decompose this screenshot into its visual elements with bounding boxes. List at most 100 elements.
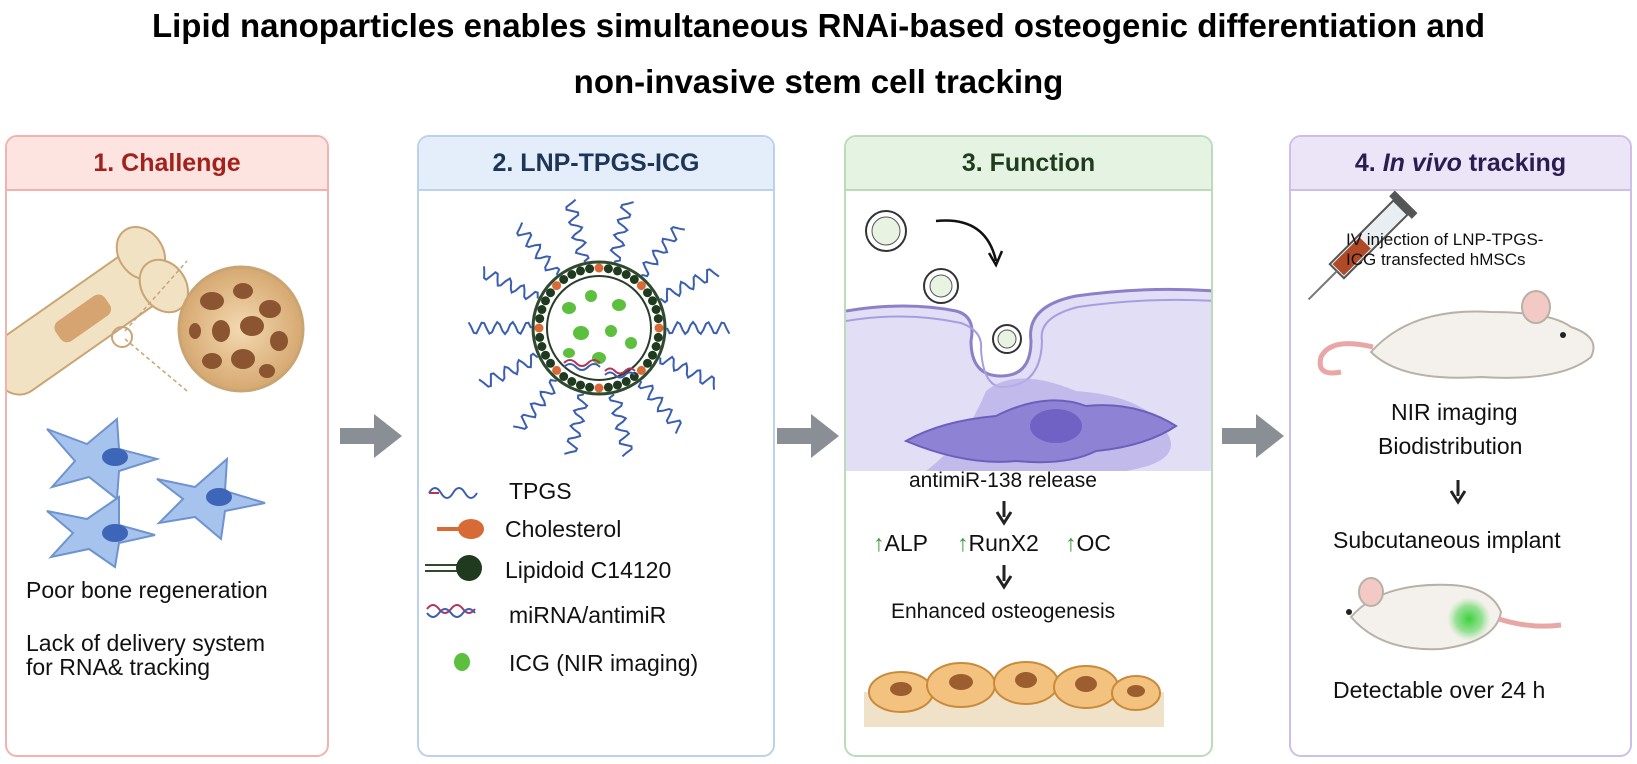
- lipidoid-head: [535, 314, 545, 324]
- lipidoid-head: [629, 372, 639, 381]
- lipidoid-head: [643, 288, 652, 298]
- marker-oc-label: OC: [1076, 530, 1112, 556]
- legend-cholesterol-label: Cholesterol: [505, 516, 622, 542]
- legend-mirna-label: miRNA/antimiR: [509, 602, 667, 628]
- tpgs-tail: [609, 201, 634, 263]
- lipidoid-head: [546, 288, 555, 298]
- challenge-text-regeneration: Poor bone regeneration: [26, 577, 268, 603]
- marker-runx2: ↑RunX2: [957, 530, 1039, 557]
- tracking-injection-line1: IV injection of LNP-TPGS-: [1346, 230, 1544, 249]
- tpgs-tail: [659, 355, 715, 390]
- lipidoid-head: [643, 358, 652, 368]
- lipidoid-head: [651, 305, 661, 314]
- tracking-injection-line2: ICG transfected hMSCs: [1346, 250, 1526, 269]
- lipidoid-head: [559, 372, 569, 381]
- lipidoid-head: [629, 275, 639, 284]
- cell-uptake-illustration: [846, 210, 1211, 471]
- legend-icg-icon: [454, 653, 470, 671]
- lipidoid-head: [651, 342, 661, 351]
- cholesterol-head: [534, 323, 544, 333]
- function-outcome-text: Enhanced osteogenesis: [891, 600, 1116, 623]
- flow-arrow-3: [1222, 414, 1284, 458]
- lipidoid-head: [541, 350, 550, 360]
- tpgs-tail: [564, 393, 589, 455]
- panel-tracking-heading-prefix: 4.: [1354, 149, 1383, 177]
- panel-lnp-heading: 2. LNP-TPGS-ICG: [419, 137, 773, 191]
- lipidoid-head: [648, 350, 657, 360]
- tracking-implant-text: Subcutaneous implant: [1333, 527, 1561, 553]
- cholesterol-head: [636, 281, 646, 291]
- tpgs-tail: [608, 393, 633, 458]
- lipidoid-head: [576, 380, 585, 390]
- flow-arrow-1: [340, 414, 402, 458]
- legend-tpgs-icon: [428, 487, 478, 499]
- lipidoid-head: [535, 332, 545, 342]
- tpgs-tail: [483, 266, 539, 301]
- cholesterol-head: [654, 323, 664, 333]
- tpgs-tail: [478, 352, 539, 388]
- tpgs-tail: [565, 198, 590, 263]
- marker-alp: ↑ALP: [873, 530, 928, 557]
- panel-tracking-heading-suffix: tracking: [1461, 149, 1567, 177]
- panel-tracking-heading-em: In vivo: [1382, 149, 1462, 177]
- figure-title-line2: non-invasive stem cell tracking: [573, 63, 1064, 100]
- lipidoid-head: [541, 296, 550, 306]
- down-arrow-markers: [995, 565, 1013, 590]
- lnp-particle-illustration: [467, 198, 731, 458]
- challenge-text-delivery-line1: Lack of delivery system: [26, 630, 266, 656]
- figure-title-line1: Lipid nanoparticles enables simultaneous…: [151, 7, 1486, 44]
- function-release-text: antimiR-138 release: [909, 469, 1097, 492]
- lipidoid-head: [653, 314, 663, 324]
- up-arrow-icon: ↑: [1065, 530, 1077, 556]
- lipidoid-head: [576, 266, 585, 276]
- legend-lipidoid-label: Lipidoid C14120: [505, 557, 672, 583]
- tpgs-tail: [516, 222, 561, 276]
- tracking-imaging-line2: Biodistribution: [1378, 433, 1523, 459]
- panel-function-heading: 3. Function: [846, 137, 1211, 191]
- panel-lnp: 2. LNP-TPGS-ICG TPGS Cholestero: [417, 135, 775, 757]
- panel-tracking: 4. In vivo tracking IV injection of LNP-…: [1289, 135, 1632, 757]
- tpgs-tail: [637, 380, 682, 434]
- lipidoid-head: [567, 270, 577, 279]
- legend-mirna-icon: [426, 604, 476, 618]
- stem-cells-illustration: [46, 416, 266, 569]
- panel-challenge-heading: 1. Challenge: [7, 137, 327, 191]
- lipidoid-head: [585, 264, 595, 274]
- marker-runx2-label: RunX2: [968, 530, 1039, 556]
- lipidoid-head: [546, 358, 555, 368]
- legend-tpgs-label: TPGS: [509, 478, 572, 504]
- down-arrow-release: [995, 501, 1013, 526]
- legend-lipidoid-icon: [425, 555, 482, 581]
- tpgs-tail: [641, 226, 685, 278]
- panel-challenge: 1. Challenge: [5, 135, 329, 757]
- marker-oc: ↑OC: [1065, 530, 1111, 557]
- lipidoid-head: [537, 342, 547, 351]
- lipidoid-head: [613, 266, 622, 276]
- lipidoid-head: [537, 305, 547, 314]
- osteoblasts-illustration: [864, 661, 1164, 727]
- legend-icg-label: ICG (NIR imaging): [509, 650, 699, 676]
- up-arrow-icon: ↑: [957, 530, 969, 556]
- lipidoid-head: [567, 377, 577, 386]
- cholesterol-head: [594, 263, 604, 273]
- lipidoid-head: [603, 382, 613, 392]
- challenge-text-delivery-line2: for RNA& tracking: [26, 654, 211, 680]
- lipidoid-head: [653, 332, 663, 342]
- lipidoid-head: [621, 270, 631, 279]
- lipidoid-head: [559, 275, 569, 284]
- tracking-imaging-line1: NIR imaging: [1391, 399, 1518, 425]
- tpgs-tail: [659, 268, 720, 304]
- syringe-mouse-illustration: [1307, 190, 1595, 379]
- tpgs-tail: [513, 378, 557, 430]
- lipidoid-head: [613, 380, 622, 390]
- lipidoid-head: [603, 264, 613, 274]
- legend-cholesterol-icon: [437, 519, 484, 539]
- implant-mouse-illustration: [1346, 577, 1562, 651]
- down-arrow-imaging: [1449, 480, 1467, 505]
- marker-alp-label: ALP: [884, 530, 928, 556]
- bone-illustration: [7, 226, 305, 396]
- tpgs-tail: [467, 320, 532, 336]
- cholesterol-head: [636, 365, 646, 375]
- tpgs-tail: [666, 320, 731, 336]
- flow-arrow-2: [777, 414, 839, 458]
